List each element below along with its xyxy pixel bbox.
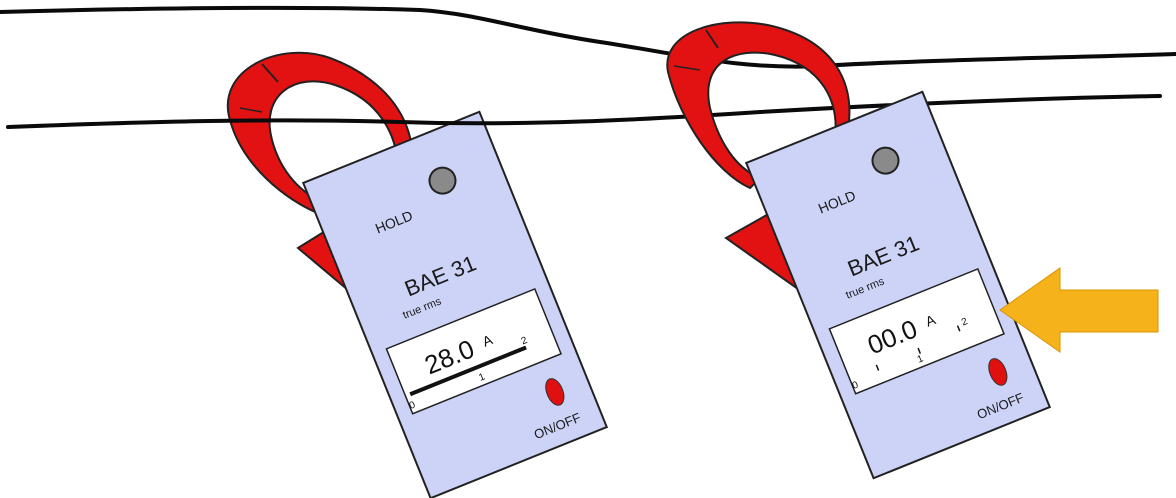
wire-top	[0, 8, 1176, 67]
clamp-meter-2: HOLD BAE 31 true rms 00.0 A 0 1 2 ON/OFF	[667, 22, 1049, 478]
arrow-left-icon	[1000, 268, 1158, 352]
meter-body-1: HOLD BAE 31 true rms 28.0 A 0 1 2 ON/OFF	[303, 112, 607, 498]
wire-bottom	[8, 96, 1160, 127]
